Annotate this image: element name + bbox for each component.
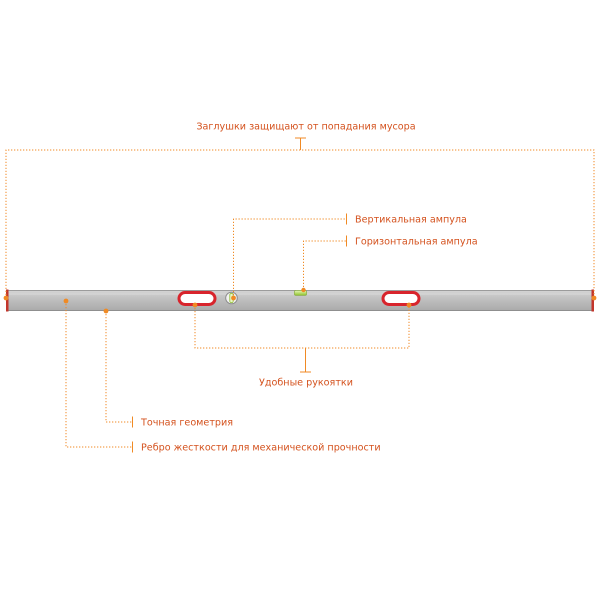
callout-horizontal-vial: Горизонтальная ампула [301,235,478,293]
rib-marker [63,298,69,304]
handle-left [177,291,217,306]
callout-vertical-vial: Вертикальная ампула [231,213,467,301]
profile-body [7,290,593,311]
callout-rib: Ребро жесткости для механической прочнос… [63,298,381,454]
vertical-vial-marker [231,295,236,301]
end-cap-left-marker [3,295,9,301]
handle-right [381,291,421,306]
handle-right-marker [406,302,412,308]
callout-end-caps: Заглушки защищают от попадания мусора [3,122,597,301]
callout-handles: Удобные рукоятки [192,302,412,389]
horizontal-vial-marker [301,287,306,293]
vertical-vial-label: Вертикальная ампула [355,215,467,226]
end-cap-right-marker [591,295,597,301]
handle-left-marker [192,302,198,308]
handles-label: Удобные рукоятки [259,378,353,389]
horizontal-vial-label: Горизонтальная ампула [355,237,478,248]
level-profile [6,289,594,312]
rib-label: Ребро жесткости для механической прочнос… [141,443,381,454]
end-caps-label: Заглушки защищают от попадания мусора [196,122,415,133]
geometry-label: Точная геометрия [140,418,233,429]
end-cap-right [591,289,594,312]
geometry-marker [103,308,109,314]
end-cap-left [6,289,9,312]
callout-geometry: Точная геометрия [103,308,233,429]
